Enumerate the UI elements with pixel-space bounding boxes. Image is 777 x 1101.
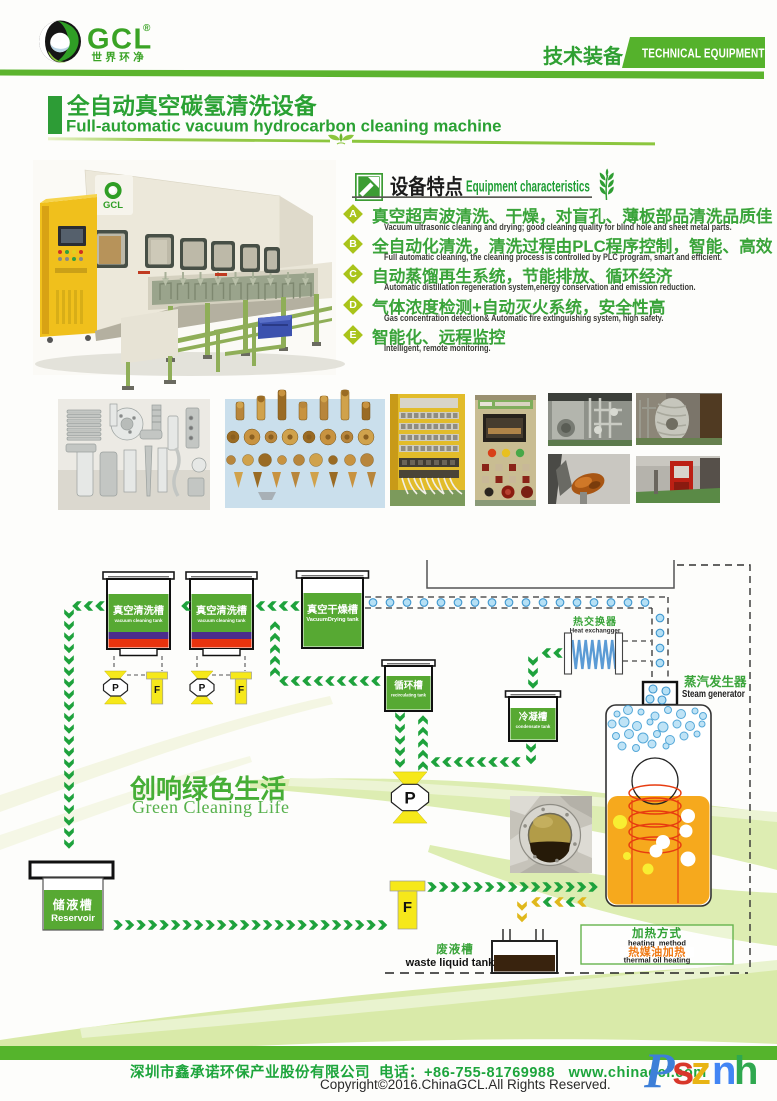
svg-text:Steam generator: Steam generator — [682, 688, 745, 699]
svg-text:P: P — [112, 683, 119, 694]
svg-text:VacuumDrying tank: VacuumDrying tank — [306, 617, 359, 623]
svg-text:热媒油加热: 热媒油加热 — [628, 945, 686, 959]
svg-text:recirculating tank: recirculating tank — [391, 693, 427, 698]
svg-text:世界环净: 世界环净 — [92, 51, 148, 64]
svg-text:加热方式: 加热方式 — [631, 926, 682, 940]
svg-text:F: F — [238, 685, 244, 696]
svg-text:真空干燥槽: 真空干燥槽 — [307, 603, 358, 616]
svg-text:设备特点: 设备特点 — [390, 175, 463, 200]
svg-text:TECHNICAL EQUIPMENT: TECHNICAL EQUIPMENT — [642, 48, 765, 61]
svg-text:F: F — [403, 899, 412, 916]
svg-text:技术装备: 技术装备 — [543, 44, 624, 68]
svg-text:Equipment characteristics: Equipment characteristics — [466, 177, 590, 195]
svg-text:冷凝槽: 冷凝槽 — [519, 711, 548, 723]
svg-text:P: P — [404, 789, 415, 808]
svg-text:vacuum cleaning tank: vacuum cleaning tank — [198, 618, 246, 623]
svg-text:F: F — [154, 685, 160, 696]
svg-text:Heat exchangger: Heat exchangger — [570, 628, 621, 635]
svg-text:循环槽: 循环槽 — [394, 680, 423, 692]
svg-text:真空清洗槽: 真空清洗槽 — [196, 604, 247, 617]
svg-text:waste liquid tank: waste liquid tank — [405, 957, 496, 969]
svg-text:废液槽: 废液槽 — [436, 942, 474, 956]
svg-text:P: P — [199, 683, 206, 694]
svg-text:热交换器: 热交换器 — [573, 615, 617, 628]
svg-text:GCL: GCL — [103, 200, 123, 211]
svg-text:condensate tank: condensate tank — [516, 724, 551, 729]
svg-text:heating method: heating method — [628, 939, 686, 948]
svg-text:真空清洗槽: 真空清洗槽 — [113, 604, 164, 617]
svg-text:蒸汽发生器: 蒸汽发生器 — [684, 674, 747, 689]
svg-text:GCL: GCL — [87, 24, 153, 56]
svg-text:Reservoir: Reservoir — [51, 913, 95, 924]
svg-text:储液槽: 储液槽 — [53, 897, 94, 912]
svg-text:Full-automatic vacuum hydrocar: Full-automatic vacuum hydrocarbon cleani… — [66, 117, 501, 136]
svg-text:®: ® — [143, 23, 151, 34]
svg-text:thermal oil heating: thermal oil heating — [624, 956, 691, 965]
svg-text:全自动真空碳氢清洗设备: 全自动真空碳氢清洗设备 — [66, 93, 317, 119]
svg-text:vacuum cleaning tank: vacuum cleaning tank — [115, 618, 163, 623]
